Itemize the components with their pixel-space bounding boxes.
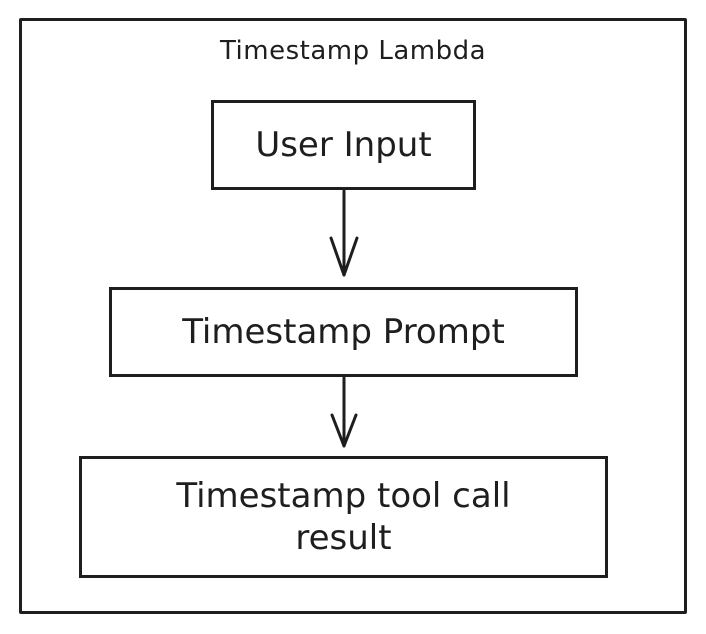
user-input-label: User Input	[255, 124, 432, 165]
lambda-container-frame	[19, 18, 687, 614]
timestamp-prompt-node: Timestamp Prompt	[109, 287, 578, 377]
tool-result-node: Timestamp tool call result	[79, 456, 608, 578]
user-input-node: User Input	[211, 100, 476, 190]
container-title: Timestamp Lambda	[219, 36, 487, 66]
tool-result-label: Timestamp tool call result	[176, 475, 511, 559]
timestamp-prompt-label: Timestamp Prompt	[182, 311, 505, 352]
